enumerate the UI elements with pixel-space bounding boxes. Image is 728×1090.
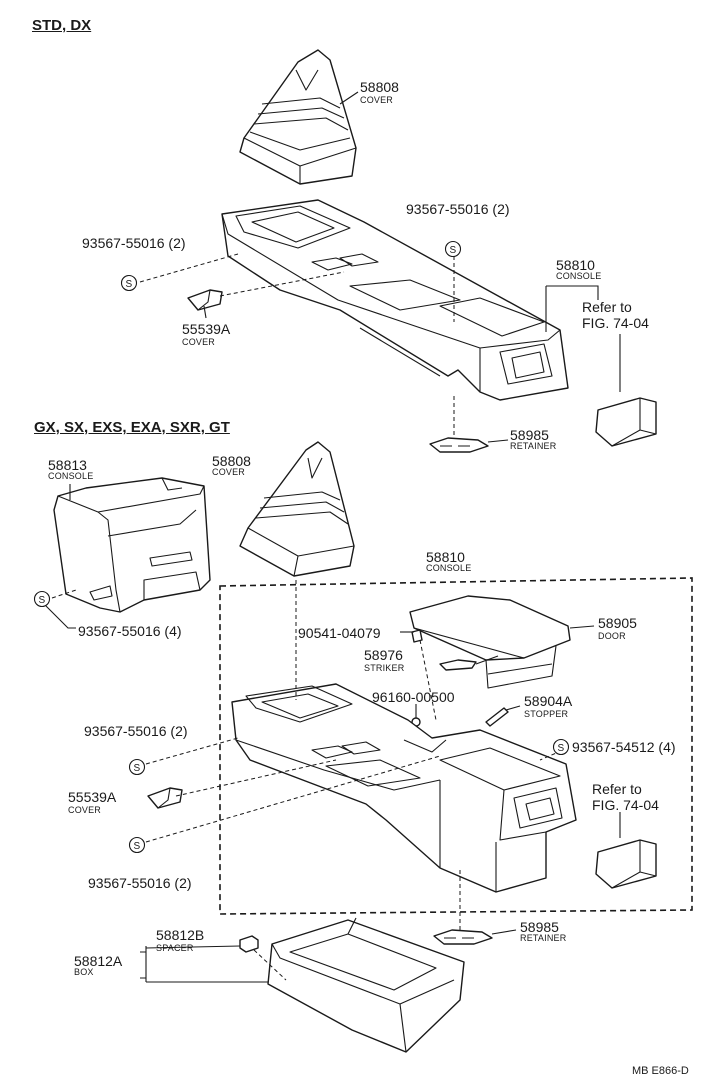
part-name-console-58813: CONSOLE bbox=[48, 471, 94, 481]
part-number-58904a: 58904A bbox=[524, 693, 573, 709]
section-header-gx-sx: GX, SX, EXS, EXA, SXR, GT bbox=[34, 419, 230, 436]
part-number-58812b: 58812B bbox=[156, 927, 205, 943]
s-symbol-screw-top-right: S bbox=[444, 240, 462, 258]
striker-58976 bbox=[439, 659, 477, 671]
console-58810-bottom bbox=[231, 683, 577, 893]
part-number-58905: 58905 bbox=[598, 615, 637, 631]
leader-screw-58813 bbox=[51, 589, 77, 599]
cover-55539a-top bbox=[187, 289, 223, 311]
leader-58808-top bbox=[339, 91, 359, 105]
svg-text:S: S bbox=[558, 743, 565, 754]
part-name-cover-55539a-top: COVER bbox=[182, 337, 216, 347]
part-number-58810-top: 58810 bbox=[556, 257, 595, 273]
leader-58985-top bbox=[487, 439, 509, 443]
leader-58812-bracket bbox=[145, 945, 268, 983]
part-name-console-top: CONSOLE bbox=[556, 271, 602, 281]
part-name-cover-55539a-bottom: COVER bbox=[68, 805, 102, 815]
s-symbol-screw-54512: S bbox=[552, 738, 570, 756]
box-58812a bbox=[267, 917, 465, 1053]
svg-text:S: S bbox=[450, 245, 457, 256]
cover-55539a-bottom bbox=[147, 787, 183, 809]
part-number-55539a-bottom: 55539A bbox=[68, 789, 117, 805]
part-number-screw-lower: 93567-55016 (2) bbox=[88, 875, 192, 891]
part-name-striker: STRIKER bbox=[364, 663, 405, 673]
part-number-screw-upper: 93567-55016 (2) bbox=[84, 723, 188, 739]
leader-spacer bbox=[253, 949, 287, 981]
svg-text:S: S bbox=[126, 279, 133, 290]
shift-boot-cover-bottom bbox=[239, 441, 355, 577]
s-symbol-screw-lower: S bbox=[128, 836, 146, 854]
part-number-58976: 58976 bbox=[364, 647, 403, 663]
leader-58905 bbox=[569, 625, 595, 629]
leader-55539a-top bbox=[203, 305, 207, 319]
ashtray-bottom bbox=[595, 839, 657, 889]
part-name-spacer: SPACER bbox=[156, 943, 194, 953]
refer-to-line2-bottom: FIG. 74-04 bbox=[592, 797, 659, 813]
console-58810-top bbox=[221, 199, 569, 401]
part-name-cover-top: COVER bbox=[360, 95, 394, 105]
section-header-std-dx: STD, DX bbox=[32, 17, 92, 34]
leader-screw-lower bbox=[145, 755, 441, 843]
ashtray-top bbox=[595, 397, 657, 447]
part-number-58985-bottom: 58985 bbox=[520, 919, 559, 935]
leader-58976 bbox=[475, 655, 499, 665]
console-group-box bbox=[219, 577, 693, 915]
svg-text:S: S bbox=[134, 763, 141, 774]
part-number-58808-bottom: 58808 bbox=[212, 453, 251, 469]
leader-screw-58813-label bbox=[45, 605, 76, 629]
shift-boot-cover-top bbox=[239, 49, 357, 185]
s-symbol-screw-top-left: S bbox=[120, 274, 138, 292]
part-name-box: BOX bbox=[74, 967, 94, 977]
leader-bolt bbox=[419, 639, 437, 721]
s-symbol-screw-58813: S bbox=[33, 590, 51, 608]
leader-58904a bbox=[505, 705, 521, 711]
part-name-stopper: STOPPER bbox=[524, 709, 569, 719]
figure-code: MB E866-D bbox=[632, 1065, 689, 1077]
leader-58812-ticks bbox=[140, 951, 146, 979]
part-name-door: DOOR bbox=[598, 631, 626, 641]
leader-screw-upper bbox=[145, 737, 239, 765]
part-number-screw-top-right: 93567-55016 (2) bbox=[406, 201, 510, 217]
part-number-58813: 58813 bbox=[48, 457, 87, 473]
refer-to-line1-top: Refer to bbox=[582, 299, 632, 315]
retainer-58985-top bbox=[429, 437, 489, 453]
console-58813 bbox=[53, 477, 211, 613]
leader-58985-bottom bbox=[491, 929, 517, 935]
retainer-58985-bottom bbox=[433, 929, 493, 945]
s-symbol-screw-upper: S bbox=[128, 758, 146, 776]
part-name-console-bottom: CONSOLE bbox=[426, 563, 472, 573]
part-number-58808-top: 58808 bbox=[360, 79, 399, 95]
door-58905 bbox=[409, 595, 571, 689]
part-number-90541: 90541-04079 bbox=[298, 625, 381, 641]
part-name-cover-bottom: COVER bbox=[212, 467, 246, 477]
part-number-55539a-top: 55539A bbox=[182, 321, 231, 337]
leader-cover-top bbox=[219, 271, 345, 297]
leader-screw-54512 bbox=[539, 747, 569, 761]
part-name-retainer-top: RETAINER bbox=[510, 441, 557, 451]
part-number-screw-58813: 93567-55016 (4) bbox=[78, 623, 182, 639]
refer-to-line2-top: FIG. 74-04 bbox=[582, 315, 649, 331]
part-number-screw-top-left: 93567-55016 (2) bbox=[82, 235, 186, 251]
bolt-90541 bbox=[411, 629, 423, 643]
part-number-58810-bottom: 58810 bbox=[426, 549, 465, 565]
part-number-58985-top: 58985 bbox=[510, 427, 549, 443]
stopper-58904a bbox=[485, 707, 509, 727]
leader-58810-top bbox=[546, 285, 599, 300]
svg-text:S: S bbox=[134, 841, 141, 852]
part-number-58812a: 58812A bbox=[74, 953, 123, 969]
leader-screw-left-top bbox=[139, 253, 239, 283]
refer-to-line1-bottom: Refer to bbox=[592, 781, 642, 797]
leader-cover-55539a bbox=[175, 759, 337, 797]
svg-text:S: S bbox=[39, 595, 46, 606]
part-number-96160: 96160-00500 bbox=[372, 689, 455, 705]
spacer-58812b bbox=[239, 935, 259, 953]
part-number-screw-54512: 93567-54512 (4) bbox=[572, 739, 676, 755]
part-name-retainer-bottom: RETAINER bbox=[520, 933, 567, 943]
